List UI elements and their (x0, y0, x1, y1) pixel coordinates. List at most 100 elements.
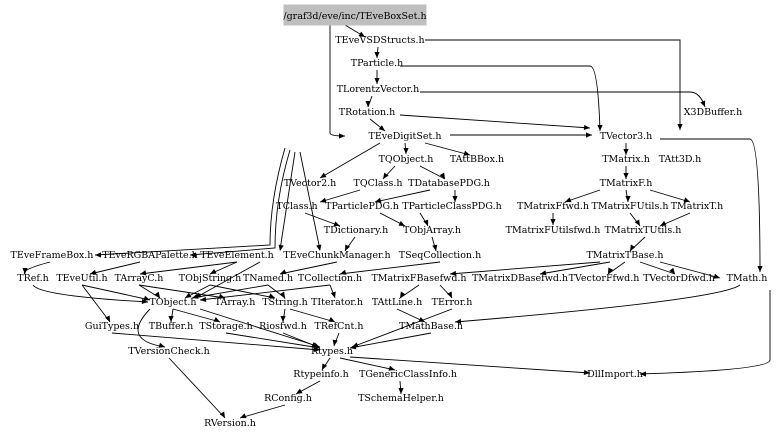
node-rtypes[interactable]: Rtypes.h (311, 346, 353, 357)
node-tvector3[interactable]: TVector3.h (600, 131, 653, 142)
node-tmatrix-futils[interactable]: TMatrixFUtils.h (592, 201, 669, 212)
node-tlorentz-vector[interactable]: TLorentzVector.h (337, 84, 420, 95)
node-tstorage[interactable]: TStorage.h (199, 321, 252, 332)
node-tmatrix[interactable]: TMatrix.h (602, 154, 650, 165)
node-trotation[interactable]: TRotation.h (339, 107, 396, 118)
node-teve-vsd-structs[interactable]: TEveVSDStructs.h (335, 35, 424, 46)
node-tvector2[interactable]: TVector2.h (284, 178, 337, 189)
node-tarray-c[interactable]: TArrayC.h (115, 273, 164, 284)
svg-text:DllImport.h: DllImport.h (587, 369, 643, 380)
node-tatt-bbox[interactable]: TAttBBox.h (450, 154, 504, 165)
node-tobj-string[interactable]: TObjString.h (179, 273, 241, 284)
edge-arrowhead (200, 296, 207, 302)
node-teve-rgba-palette[interactable]: TEveRGBAPalette.h (102, 250, 198, 261)
node-tclass[interactable]: TClass.h (276, 201, 317, 212)
edge-arrowhead (90, 269, 97, 275)
svg-text:TEveFrameBox.h: TEveFrameBox.h (11, 250, 94, 261)
node-teve-frame-box[interactable]: TEveFrameBox.h (11, 250, 94, 261)
edge-arrowhead (630, 244, 636, 251)
node-tparticle-pdg[interactable]: TParticlePDG.h (325, 201, 399, 212)
node-tbuffer[interactable]: TBuffer.h (149, 321, 193, 332)
node-tatt-line[interactable]: TAttLine.h (372, 297, 422, 308)
svg-text:TAttLine.h: TAttLine.h (372, 297, 422, 308)
edge-arrowhead (190, 252, 196, 258)
edge-arrowhead (141, 298, 148, 304)
edge-arrowhead (268, 293, 275, 299)
node-root[interactable]: /graf3d/eve/inc/TEveBoxSet.h (283, 4, 427, 26)
node-tschema-helper[interactable]: TSchemaHelper.h (358, 393, 444, 404)
node-tmath-base[interactable]: TMathBase.h (399, 321, 463, 332)
node-tparticle[interactable]: TParticle.h (351, 58, 403, 69)
node-rversion[interactable]: RVersion.h (204, 418, 256, 429)
edge-arrowhead (340, 269, 347, 275)
node-teve-util[interactable]: TEveUtil.h (56, 273, 107, 284)
node-tmatrix-dbasefwd[interactable]: TMatrixDBasefwd.h (472, 273, 568, 284)
dependency-edge (138, 284, 226, 299)
svg-text:TVectorDfwd.h: TVectorDfwd.h (643, 273, 715, 284)
dependency-edge (304, 212, 341, 227)
edge-arrowhead (439, 172, 445, 179)
node-tmatrix-fbasefwd[interactable]: TMatrixFBasefwd.h (371, 273, 466, 284)
svg-text:TMatrixFUtils.h: TMatrixFUtils.h (592, 201, 669, 212)
edge-arrowhead (219, 411, 225, 418)
dependency-edge (374, 189, 431, 203)
node-tparticle-class-pdg[interactable]: TParticleClassPDG.h (402, 201, 501, 212)
dependency-edge (23, 261, 51, 275)
node-tmatrix-ffwd[interactable]: TMatrixFfwd.h (517, 201, 589, 212)
node-tqclass[interactable]: TQClass.h (354, 178, 403, 189)
edge-arrowhead (565, 197, 572, 203)
node-tversion-check[interactable]: TVersionCheck.h (128, 346, 209, 357)
node-rtypeinfo[interactable]: Rtypeinfo.h (293, 369, 348, 380)
svg-text:TQObject.h: TQObject.h (379, 154, 434, 165)
edge-arrowhead (140, 270, 147, 276)
node-tqobject[interactable]: TQObject.h (379, 154, 434, 165)
node-teve-chunk-manager[interactable]: TEveChunkManager.h (283, 250, 390, 261)
node-tref[interactable]: TRef.h (17, 273, 48, 284)
dependency-edge (351, 308, 453, 348)
svg-text:TAttBBox.h: TAttBBox.h (450, 154, 504, 165)
node-teve-digit-set[interactable]: TEveDigitSet.h (369, 131, 442, 142)
dependency-edge (139, 261, 238, 275)
node-tseq-collection[interactable]: TSeqCollection.h (399, 250, 481, 261)
node-tnamed[interactable]: TNamed.h (243, 273, 293, 284)
node-tmatrixf[interactable]: TMatrixF.h (600, 178, 653, 189)
edge-arrowhead (608, 267, 614, 274)
node-rconfig[interactable]: RConfig.h (264, 393, 312, 404)
node-tgeneric-class-info[interactable]: TGenericClassInfo.h (359, 369, 457, 380)
node-tcollection[interactable]: TCollection.h (298, 273, 362, 284)
dependency-edges (22, 24, 771, 419)
node-tvector-dfwd[interactable]: TVectorDfwd.h (643, 273, 715, 284)
node-tdatabase-pdg[interactable]: TDatabasePDG.h (408, 178, 490, 189)
node-x3d-buffer[interactable]: X3DBuffer.h (684, 107, 743, 118)
svg-text:TVector3.h: TVector3.h (600, 131, 653, 142)
edge-arrowhead (143, 295, 150, 301)
node-tref-cnt[interactable]: TRefCnt.h (315, 321, 364, 332)
svg-text:TEveDigitSet.h: TEveDigitSet.h (369, 131, 442, 142)
node-titerator[interactable]: TIterator.h (311, 297, 363, 308)
edge-arrowhead (383, 172, 389, 179)
svg-text:TVector2.h: TVector2.h (284, 178, 337, 189)
node-tmatrix-futilsfwd[interactable]: TMatrixFUtilsfwd.h (506, 225, 601, 236)
node-tarray[interactable]: TArray.h (215, 297, 256, 308)
node-teve-element[interactable]: TEveElement.h (200, 250, 274, 261)
node-dll-import[interactable]: DllImport.h (587, 369, 643, 380)
node-tmatrix-tutils[interactable]: TMatrixTUtils.h (605, 225, 682, 236)
dependency-edge (289, 308, 336, 323)
node-tmatrixt[interactable]: TMatrixT.h (671, 201, 724, 212)
edge-arrowhead (463, 150, 470, 156)
edge-arrowhead (168, 316, 174, 322)
node-tobj-array[interactable]: TObjArray.h (403, 225, 461, 236)
node-tstring[interactable]: TString.h (262, 297, 308, 308)
node-terror[interactable]: TError.h (432, 297, 473, 308)
node-tmath[interactable]: TMath.h (727, 273, 768, 284)
node-tobject[interactable]: TObject.h (149, 297, 196, 308)
edge-arrowhead (296, 388, 303, 394)
node-tvector-ffwd[interactable]: TVectorFfwd.h (569, 273, 640, 284)
node-gui-types[interactable]: GuiTypes.h (85, 321, 139, 332)
dependency-edge (199, 284, 331, 301)
node-riosfwd[interactable]: Riosfwd.h (259, 321, 307, 332)
svg-text:TGenericClassInfo.h: TGenericClassInfo.h (359, 369, 457, 380)
node-tatt3d[interactable]: TAtt3D.h (659, 154, 702, 165)
node-tdictionary[interactable]: TDictionary.h (324, 225, 388, 236)
node-tmatrix-tbase[interactable]: TMatrixTBase.h (586, 250, 663, 261)
